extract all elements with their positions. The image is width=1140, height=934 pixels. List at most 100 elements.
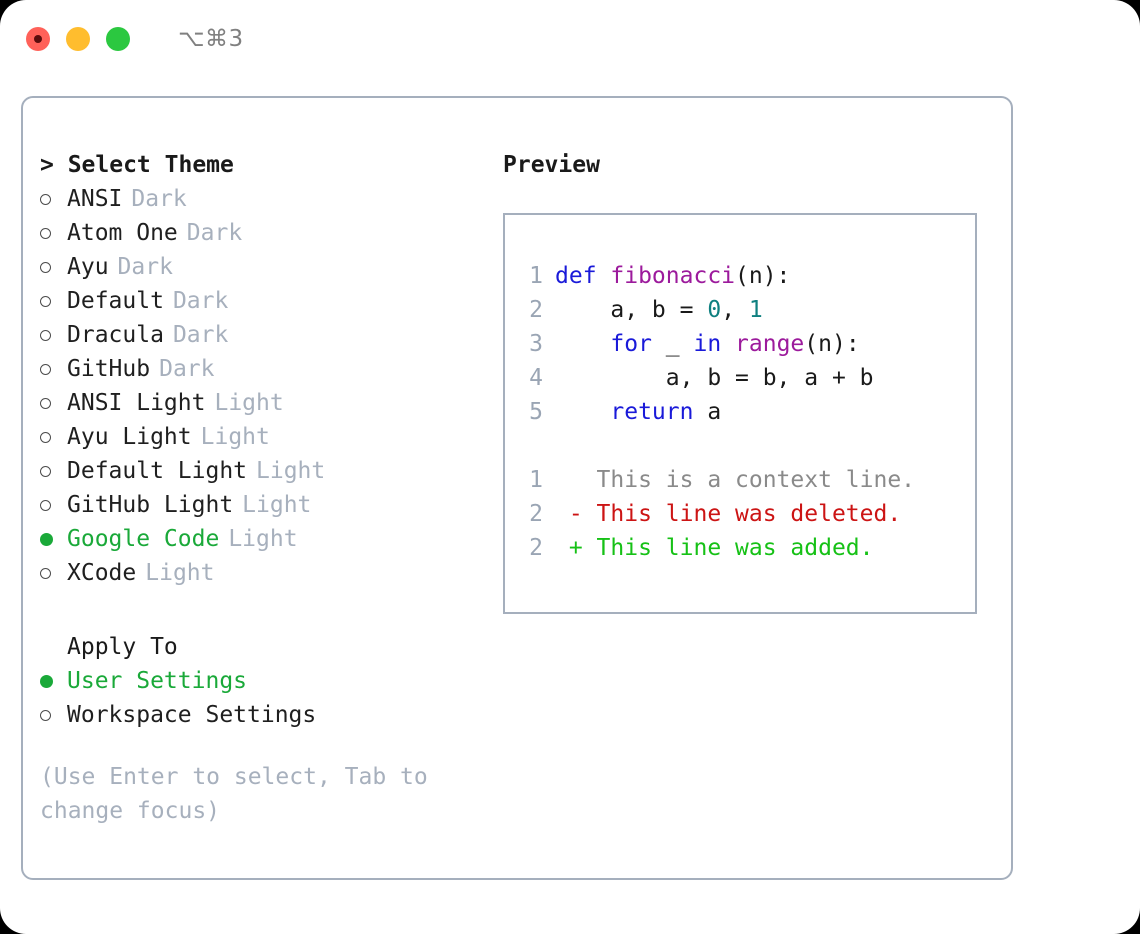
theme-option-variant: Light xyxy=(228,526,298,552)
code-token-plain xyxy=(555,331,610,357)
radio-dot xyxy=(40,465,51,477)
radio-dot xyxy=(40,567,51,579)
code-diff-spacer xyxy=(517,429,967,463)
theme-option[interactable]: Ayu Light Light xyxy=(40,420,500,454)
radio-dot xyxy=(40,397,51,409)
theme-option-variant: Light xyxy=(145,560,215,586)
theme-option-variant: Dark xyxy=(117,254,173,280)
theme-option[interactable]: Atom One Dark xyxy=(40,216,500,250)
radio-unselected-icon xyxy=(40,488,67,522)
code-token-plain: (n): xyxy=(735,263,791,289)
diff-line-number: 2 xyxy=(529,501,543,527)
apply-to-header: Apply To xyxy=(67,634,178,660)
diff-line: 2 + This line was added. xyxy=(517,531,967,565)
theme-option-label: Default Light xyxy=(67,458,248,484)
theme-option[interactable]: Google Code Light xyxy=(40,522,500,556)
line-number: 1 xyxy=(529,263,543,289)
radio-unselected-icon xyxy=(40,420,67,454)
title-bar: ⌥⌘3 xyxy=(0,0,1140,78)
theme-option[interactable]: Default Light Light xyxy=(40,454,500,488)
keyboard-shortcut-label: ⌥⌘3 xyxy=(178,26,244,52)
line-number: 3 xyxy=(529,331,543,357)
theme-option[interactable]: XCode Light xyxy=(40,556,500,590)
line-number: 5 xyxy=(529,399,543,425)
preview-title: Preview xyxy=(503,152,600,178)
window-controls xyxy=(26,27,130,51)
theme-option-label: Google Code xyxy=(67,526,220,552)
recording-indicator-icon xyxy=(34,35,42,43)
close-button[interactable] xyxy=(26,27,50,51)
radio-selected-icon xyxy=(40,522,67,556)
code-line-text: a, b = 0, 1 xyxy=(555,293,762,327)
theme-option-label: Ayu Light xyxy=(67,424,192,450)
code-line-text: for _ in range(n): xyxy=(555,327,859,361)
code-token-plain: a, b = b, a + b xyxy=(555,365,874,391)
diff-line-text: This is a context line. xyxy=(555,467,916,493)
radio-unselected-icon xyxy=(40,454,67,488)
radio-dot xyxy=(40,532,53,546)
theme-option-label: Atom One xyxy=(67,220,178,246)
code-token-fn: range xyxy=(735,331,805,357)
line-number: 4 xyxy=(529,365,543,391)
radio-unselected-icon xyxy=(40,182,67,216)
code-token-num: 0 xyxy=(707,297,722,323)
diff-line: 2 - This line was deleted. xyxy=(517,497,967,531)
diff-line-number: 2 xyxy=(529,535,543,561)
code-token-kw: for xyxy=(610,331,652,357)
radio-dot xyxy=(40,295,51,307)
diff-line: 1 This is a context line. xyxy=(517,463,967,497)
theme-option-label: XCode xyxy=(67,560,137,586)
theme-option-label: Ayu xyxy=(67,254,109,280)
theme-option-label: GitHub Light xyxy=(67,492,234,518)
radio-selected-icon xyxy=(40,664,67,698)
apply-to-option-label: Workspace Settings xyxy=(67,702,317,728)
zoom-button[interactable] xyxy=(106,27,130,51)
apply-to-option[interactable]: Workspace Settings xyxy=(40,698,500,732)
apply-to-option-label: User Settings xyxy=(67,668,248,694)
theme-option-variant: Light xyxy=(256,458,326,484)
code-token-plain xyxy=(555,399,610,425)
theme-option-variant: Dark xyxy=(131,186,187,212)
code-token-plain: a xyxy=(693,399,722,425)
theme-option[interactable]: ANSI Dark xyxy=(40,182,500,216)
code-token-kw: return xyxy=(610,399,694,425)
keyboard-hint-text: (Use Enter to select, Tab to change focu… xyxy=(40,764,428,824)
radio-unselected-icon xyxy=(40,318,67,352)
code-token-plain: a, b = xyxy=(555,297,708,323)
radio-unselected-icon xyxy=(40,250,67,284)
theme-option[interactable]: Ayu Dark xyxy=(40,250,500,284)
code-line: 5 return a xyxy=(517,395,967,429)
theme-option-variant: Dark xyxy=(186,220,243,246)
radio-dot xyxy=(40,709,51,721)
diff-line-text: - This line was deleted. xyxy=(555,501,902,527)
theme-option-variant: Light xyxy=(214,390,284,416)
code-token-plain: , xyxy=(721,297,749,323)
code-line-text: a, b = b, a + b xyxy=(555,361,874,395)
theme-option-variant: Light xyxy=(200,424,270,450)
code-token-kw: def xyxy=(555,263,611,289)
minimize-button[interactable] xyxy=(66,27,90,51)
radio-unselected-icon xyxy=(40,216,67,250)
select-theme-header: > Select Theme xyxy=(40,152,234,178)
code-line: 2 a, b = 0, 1 xyxy=(517,293,967,327)
apply-to-option[interactable]: User Settings xyxy=(40,664,500,698)
diff-line-list: 1 This is a context line.2 - This line w… xyxy=(517,463,967,565)
radio-dot xyxy=(40,261,51,273)
theme-option-variant: Dark xyxy=(159,356,215,382)
radio-dot xyxy=(40,499,51,511)
radio-unselected-icon xyxy=(40,556,67,590)
theme-option-label: ANSI xyxy=(67,186,123,212)
radio-unselected-icon xyxy=(40,698,67,732)
radio-dot xyxy=(40,674,53,688)
